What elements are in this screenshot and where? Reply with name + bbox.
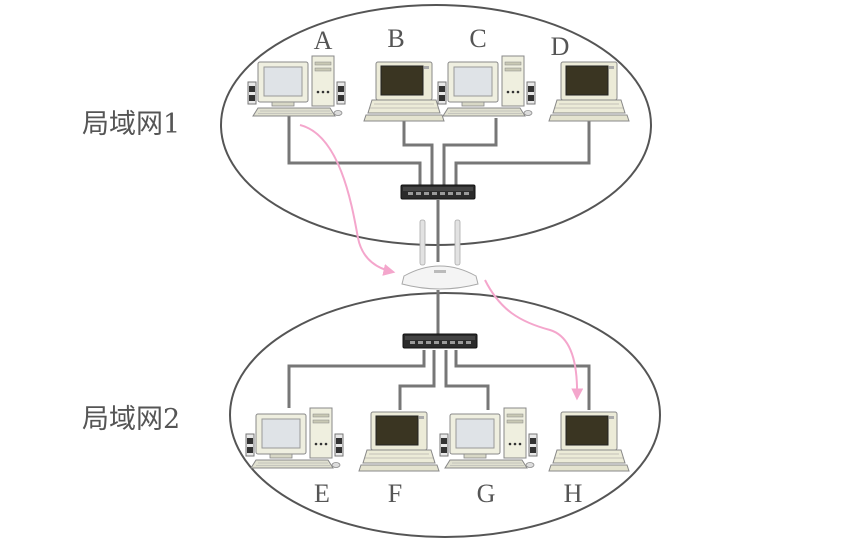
computer-label-g: G bbox=[477, 479, 496, 508]
computer-icon bbox=[437, 55, 536, 117]
computer-icon bbox=[247, 55, 346, 117]
computer-label-d: D bbox=[551, 32, 570, 61]
computer-icon bbox=[548, 411, 630, 472]
computer-label-c: C bbox=[469, 24, 486, 53]
computer-icon bbox=[358, 411, 440, 472]
lan1-cables bbox=[287, 115, 591, 262]
lan1-label: 局域网1 bbox=[82, 109, 180, 140]
router-icon bbox=[401, 219, 479, 290]
computer-label-b: B bbox=[387, 24, 404, 53]
lan2-boundary bbox=[229, 292, 661, 538]
lan1-boundary bbox=[220, 4, 652, 246]
switch-icon bbox=[400, 184, 476, 200]
computer-label-e: E bbox=[314, 479, 330, 508]
computer-icon bbox=[363, 61, 445, 122]
computer-label-h: H bbox=[564, 479, 583, 508]
computer-icon bbox=[245, 407, 344, 469]
computer-icon bbox=[548, 61, 630, 122]
switch-icon bbox=[402, 333, 478, 349]
computer-label-f: F bbox=[388, 479, 402, 508]
data-path-arrow bbox=[484, 279, 584, 401]
data-path-arrow bbox=[299, 124, 396, 276]
computer-label-a: A bbox=[314, 26, 333, 55]
lan2-cables bbox=[287, 290, 591, 410]
computer-icon bbox=[439, 407, 538, 469]
lan2-label: 局域网2 bbox=[82, 404, 180, 435]
